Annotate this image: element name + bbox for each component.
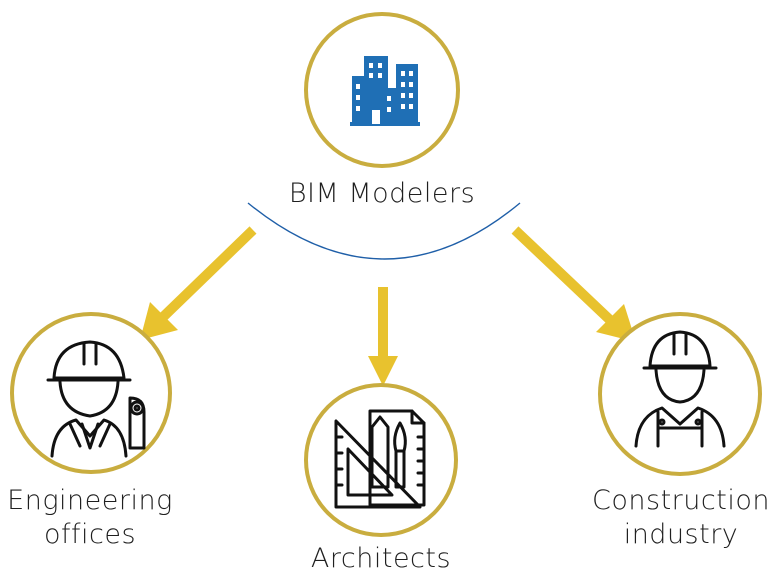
engineering-label-line1: Engineering <box>7 485 173 516</box>
connector-arc <box>247 202 521 260</box>
construction-label-line1: Construction <box>592 485 770 516</box>
engineering-circle <box>10 312 172 474</box>
bim-modelers-circle <box>304 12 460 168</box>
arrow-to-engineering <box>140 226 257 340</box>
architect-tools-icon <box>334 409 426 509</box>
architects-circle <box>304 383 458 537</box>
buildings-icon <box>350 56 420 126</box>
architects-label-line1: Architects <box>310 543 452 574</box>
arrow-to-architects <box>368 287 398 386</box>
bim-modelers-label: BIM Modelers <box>288 178 476 209</box>
construction-worker-icon <box>634 330 726 448</box>
engineering-label: Engineering offices <box>0 484 180 552</box>
construction-label-line2: industry <box>623 519 739 550</box>
engineer-icon <box>46 340 146 458</box>
engineering-label-line2: offices <box>43 519 137 550</box>
construction-circle <box>598 312 762 476</box>
construction-label: Construction industry <box>586 484 776 552</box>
architects-label: Architects <box>290 542 472 576</box>
